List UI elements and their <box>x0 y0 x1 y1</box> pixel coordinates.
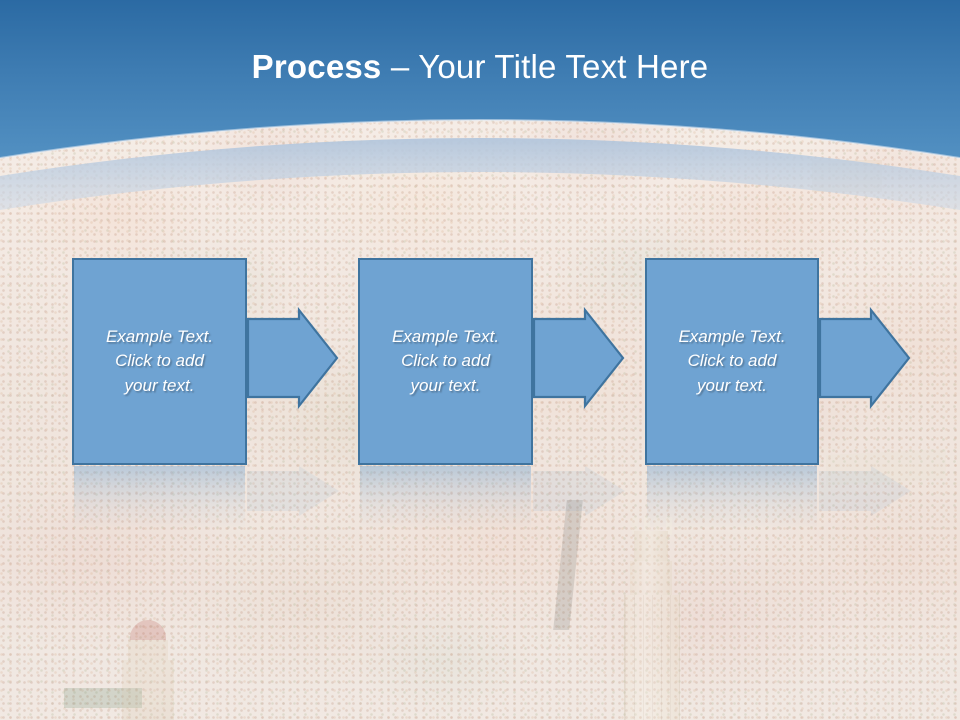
header-dome-shape <box>0 0 960 158</box>
page-title: Process – Your Title Text Here <box>0 48 960 86</box>
step-2-text: Example Text. Click to add your text. <box>391 327 500 395</box>
photo-tower-crown <box>634 531 668 565</box>
header-band <box>0 0 960 210</box>
step-1-text: Example Text. Click to add your text. <box>105 327 214 395</box>
photo-dome-drum <box>128 640 168 660</box>
photo-dome-base <box>122 660 174 720</box>
title-rest-part: Your Title Text Here <box>418 48 709 85</box>
header-arc-band <box>0 138 960 210</box>
step-2-box[interactable]: Example Text. Click to add your text. <box>358 258 533 465</box>
photo-cathedral-tower <box>618 515 684 720</box>
photo-tower-midsection <box>630 561 672 599</box>
photo-domed-building <box>112 612 184 720</box>
photo-dome-cap <box>130 620 166 642</box>
step-3-text: Example Text. Click to add your text. <box>678 327 786 395</box>
photo-tower-shaft <box>624 595 680 720</box>
step-1-box[interactable]: Example Text. Click to add your text. <box>72 258 247 465</box>
step-3-box[interactable]: Example Text. Click to add your text. <box>645 258 819 465</box>
title-bold-part: Process <box>251 48 382 85</box>
header-arc-highlight <box>0 119 960 159</box>
photo-tower-pinnacles <box>630 517 672 535</box>
title-separator: – <box>381 48 419 85</box>
photo-building-right <box>826 448 946 486</box>
photo-green-roof-building <box>64 688 142 708</box>
